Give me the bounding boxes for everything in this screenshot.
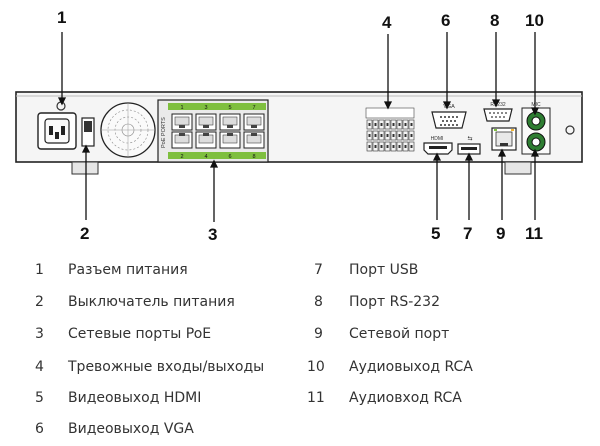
legend-text: Выключатель питания [68, 294, 235, 310]
legend-number: 7 [314, 262, 323, 278]
legend-number: 6 [35, 421, 44, 437]
legend-number: 5 [35, 390, 44, 406]
callout-7: 7 [463, 224, 473, 243]
poe-port-number: 6 [228, 154, 231, 160]
legend-number: 9 [314, 326, 323, 342]
poe-ports-label: PoE PORTS [161, 117, 167, 148]
rca-audio-block: MIC [521, 102, 551, 155]
vga-port: VGA [431, 104, 467, 129]
legend-text: Видеовыход VGA [68, 421, 194, 437]
callout-1: 1 [57, 8, 67, 27]
poe-port-number: 7 [252, 105, 255, 111]
callout-3: 3 [208, 225, 218, 244]
legend-text: Аудиовыход RCA [349, 359, 473, 375]
network-port [491, 127, 517, 151]
vga-label: VGA [443, 104, 455, 110]
legend-text: Видеовыход HDMI [68, 390, 202, 406]
legend-text: Тревожные входы/выходы [68, 359, 265, 375]
rear-panel-diagram: PoE PORTS 1 3 5 7 2 4 6 8 VGA HDMI ⇆ RS232 [15, 32, 583, 222]
legend-text: Сетевые порты PoE [68, 326, 212, 342]
legend-number: 4 [35, 359, 44, 375]
poe-port-number: 5 [228, 105, 231, 111]
legend-number: 3 [35, 326, 44, 342]
callout-10: 10 [525, 11, 544, 30]
poe-port-number: 3 [204, 105, 207, 111]
fan-grille [100, 102, 156, 158]
callout-6: 6 [441, 11, 451, 30]
legend-number: 8 [314, 294, 323, 310]
mic-label: MIC [531, 102, 541, 108]
legend-number: 1 [35, 262, 44, 278]
poe-port-number: 2 [180, 154, 183, 160]
power-connector [37, 112, 77, 150]
callout-leaders [57, 32, 540, 222]
legend-text: Аудиовход RCA [349, 390, 462, 406]
legend-text: Порт RS-232 [349, 294, 440, 310]
callout-9: 9 [496, 224, 506, 243]
legend-number: 2 [35, 294, 44, 310]
callout-5: 5 [431, 224, 441, 243]
poe-port-number: 4 [204, 154, 207, 160]
callout-2: 2 [80, 224, 90, 243]
callout-8: 8 [490, 11, 500, 30]
poe-port-number: 8 [252, 154, 255, 160]
svg-text:HDMI: HDMI [431, 136, 444, 142]
legend-text: Разъем питания [68, 262, 188, 278]
legend-number: 10 [307, 359, 325, 375]
hdmi-port: HDMI [423, 136, 453, 155]
legend-number: 11 [307, 390, 325, 406]
callout-11: 11 [525, 224, 543, 243]
rs232-port: RS232 [483, 102, 513, 122]
poe-ports-block: PoE PORTS 1 3 5 7 2 4 6 8 [157, 99, 269, 163]
alarm-io-terminal [365, 107, 415, 152]
legend-text: Сетевой порт [349, 326, 450, 342]
poe-port-number: 1 [180, 105, 183, 111]
svg-text:⇆: ⇆ [467, 135, 472, 142]
power-switch [81, 117, 95, 147]
callout-4: 4 [382, 13, 392, 32]
rs232-label: RS232 [490, 102, 506, 108]
legend-text: Порт USB [349, 262, 419, 278]
